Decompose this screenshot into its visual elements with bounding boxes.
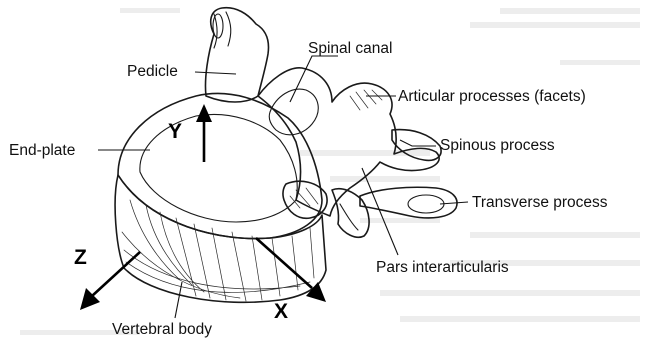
axis-label-x: X	[274, 300, 288, 323]
label-pars-interarticularis: Pars interarticularis	[376, 259, 509, 276]
axis-label-y: Y	[168, 120, 182, 143]
label-transverse-process: Transverse process	[472, 194, 608, 211]
label-spinal-canal: Spinal canal	[308, 40, 392, 57]
label-vertebral-body: Vertebral body	[112, 321, 212, 338]
leader-vertebral-body	[175, 282, 182, 318]
label-pedicle: Pedicle	[127, 63, 178, 80]
label-articular-processes: Articular processes (facets)	[398, 88, 586, 105]
leader-spinous-process	[400, 140, 436, 146]
label-end-plate: End-plate	[9, 142, 75, 159]
y-axis-arrow	[196, 104, 212, 162]
axis-label-z: Z	[74, 246, 87, 269]
leader-pedicle	[195, 72, 236, 74]
background-text-ghost	[20, 8, 640, 335]
label-spinous-process: Spinous process	[440, 137, 555, 154]
z-axis-arrow	[80, 252, 140, 310]
x-axis-arrow	[256, 238, 326, 302]
